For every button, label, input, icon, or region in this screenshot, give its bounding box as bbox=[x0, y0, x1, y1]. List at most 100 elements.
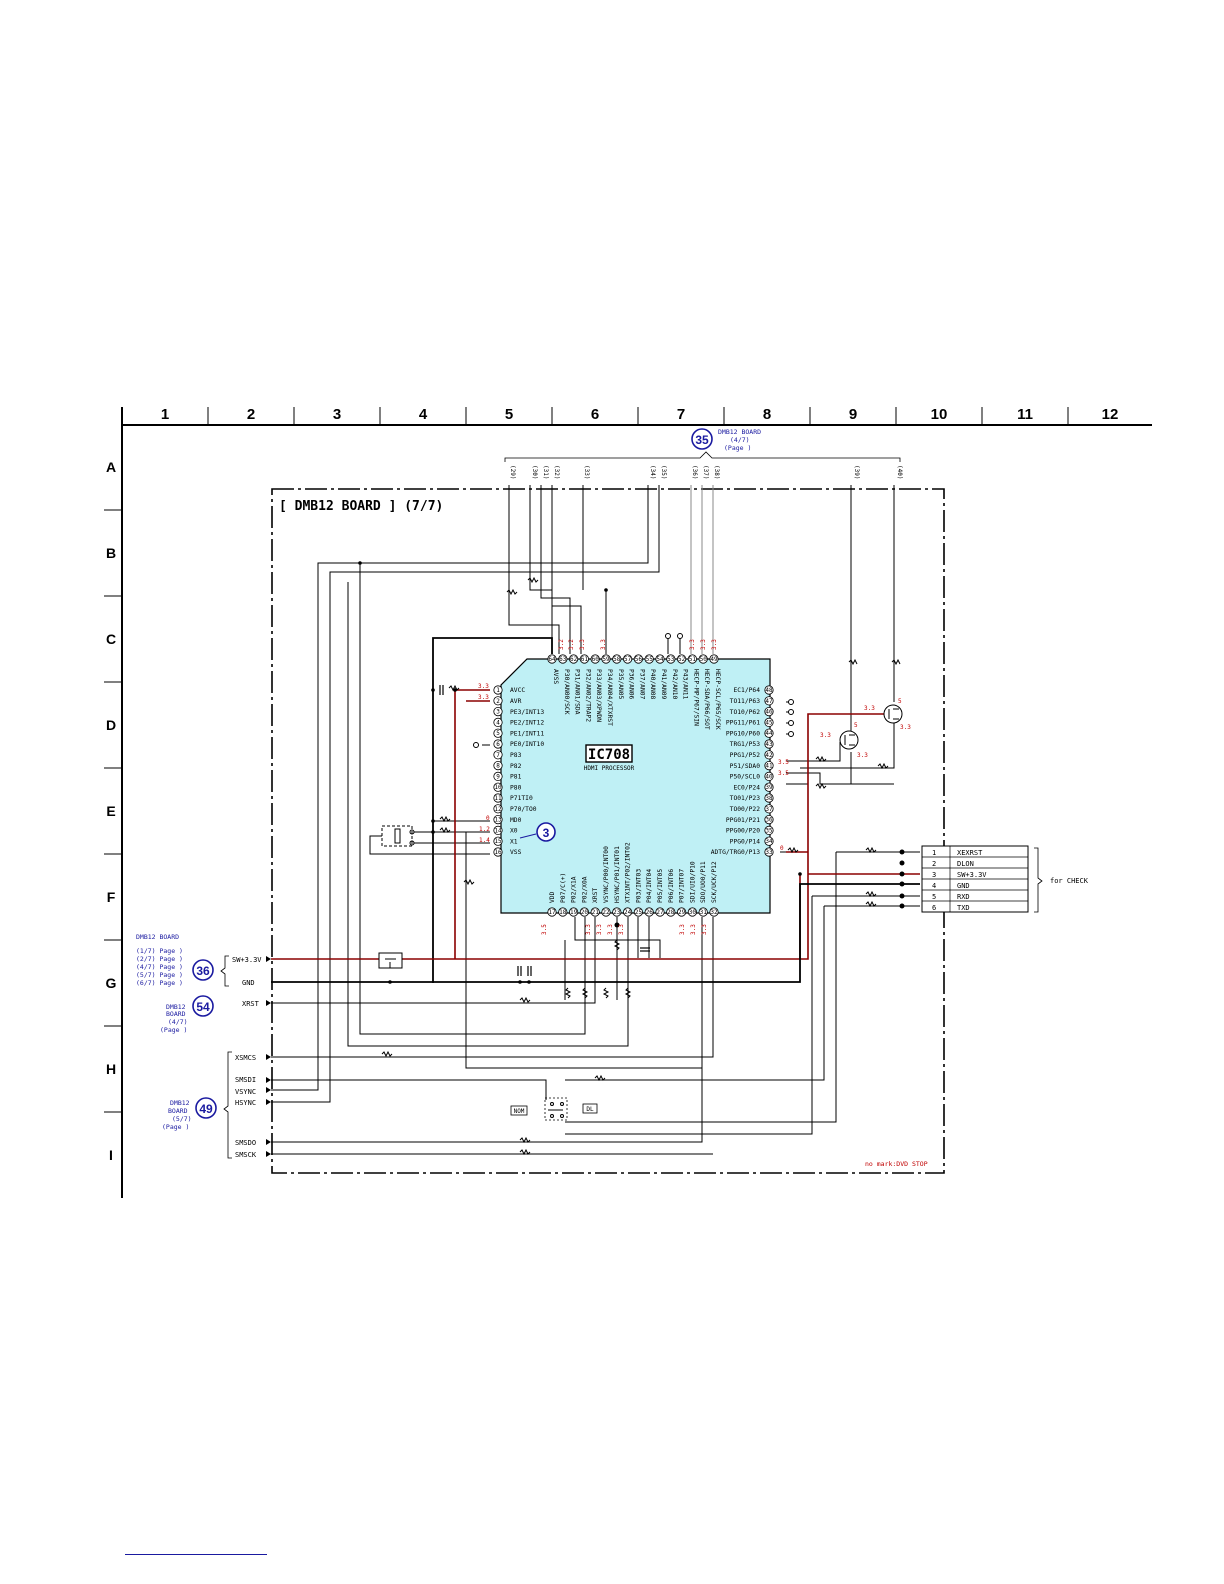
ic-pin-num-20: 20 bbox=[581, 909, 589, 916]
footer-link-underline[interactable] bbox=[125, 1554, 267, 1555]
ic-pin-11 bbox=[493, 793, 503, 803]
volt-top-62: 3.2 bbox=[558, 639, 565, 650]
ic-pin-30 bbox=[687, 907, 698, 917]
ic-pin-label-43: TRG1/P53 bbox=[730, 741, 761, 748]
ic-pin-num-24: 24 bbox=[624, 909, 632, 916]
sig-smsck: SMSCK bbox=[235, 1151, 257, 1159]
ic-pin-37 bbox=[764, 804, 774, 814]
ic-pin-61 bbox=[579, 654, 590, 664]
grid-col-9: 9 bbox=[849, 406, 857, 423]
grid-col-10: 10 bbox=[931, 406, 948, 423]
ic-pin-num-62: 62 bbox=[570, 656, 578, 663]
ic-pin-26 bbox=[644, 907, 654, 917]
grid-row-e: E bbox=[106, 803, 115, 819]
ic-pin-label-13: MD0 bbox=[510, 817, 522, 824]
volt-md0: 0 bbox=[486, 815, 490, 822]
ref-49-line-2: BOARD bbox=[168, 1107, 188, 1115]
ic-pin-num-44: 44 bbox=[765, 730, 773, 737]
ic-pin-60 bbox=[590, 654, 600, 664]
volt-q-upper-top: 5 bbox=[898, 698, 902, 705]
test-pin-3-num: 3 bbox=[932, 871, 936, 879]
ic-pin-16 bbox=[493, 847, 503, 857]
ic-pin-num-59: 59 bbox=[602, 656, 610, 663]
ic-pin-label-45: PPG11/P61 bbox=[726, 720, 760, 727]
ic-pin-num-25: 25 bbox=[635, 909, 643, 916]
crystal-marker-number: 3 bbox=[543, 826, 550, 840]
ic-pin-label-6: PE0/INT10 bbox=[510, 741, 544, 748]
ref-36-line-4: (4/7) Page ) bbox=[136, 963, 183, 971]
volt-bottom-24: 3.3 bbox=[618, 924, 625, 935]
ic-pin-1 bbox=[493, 685, 503, 695]
ic-pin-label-2: AVR bbox=[510, 698, 522, 705]
ref-49-line-4: (Page ) bbox=[162, 1123, 189, 1131]
ic-pin-63 bbox=[558, 654, 568, 664]
ic-pin-num-42: 42 bbox=[765, 752, 773, 759]
volt-top-51: 3.3 bbox=[689, 639, 696, 650]
ic-pin-label-25: P03/INT03 bbox=[635, 869, 642, 903]
ic-pin-42 bbox=[764, 750, 774, 760]
ic-pin-num-36: 36 bbox=[765, 817, 773, 824]
switch-label-nom: NOM bbox=[514, 1108, 525, 1115]
junction-dots bbox=[358, 561, 905, 984]
ref-number-36: 36 bbox=[196, 964, 210, 978]
ic-pin-num-21: 21 bbox=[592, 909, 600, 916]
ic-pin-20 bbox=[579, 907, 590, 917]
sig-smsdo: SMSDO bbox=[235, 1139, 256, 1147]
sig-vsync: VSYNC bbox=[235, 1088, 256, 1096]
ic-pin-num-6: 6 bbox=[496, 741, 500, 748]
ic-pin-num-1: 1 bbox=[496, 687, 500, 694]
ic-pin-num-60: 60 bbox=[592, 656, 600, 663]
volt-avr: 3.3 bbox=[478, 694, 489, 701]
grid-col-4: 4 bbox=[419, 406, 428, 423]
resistors bbox=[381, 576, 901, 1156]
ic-pin-7 bbox=[493, 750, 503, 760]
ic-pin-label-33: ADTG/TRG0/P13 bbox=[711, 849, 760, 856]
ic-pin-17 bbox=[547, 907, 557, 917]
footnote: no mark:DVD STOP bbox=[865, 1160, 928, 1168]
board-outline bbox=[271, 488, 945, 1174]
ic-pin-num-53: 53 bbox=[667, 656, 675, 663]
ic-pin-52 bbox=[676, 654, 687, 664]
ic-pin-35 bbox=[764, 825, 774, 836]
crystal-oscillator bbox=[381, 825, 415, 847]
grid-col-8: 8 bbox=[763, 406, 771, 423]
grid-row-h: H bbox=[106, 1061, 116, 1077]
volt-p41: 3.5 bbox=[778, 759, 789, 766]
ref-36-line-3: (2/7) Page ) bbox=[136, 955, 183, 963]
ic-pin-25 bbox=[633, 907, 644, 917]
ic-pin-num-35: 35 bbox=[765, 827, 773, 834]
ic-pin-59 bbox=[601, 654, 611, 664]
top-conn-pin-33: (33) bbox=[583, 465, 590, 479]
test-pin-2-num: 2 bbox=[932, 860, 936, 868]
ic-pin-label-28: P06/INT06 bbox=[668, 869, 675, 903]
volt-avcc: 3.3 bbox=[478, 683, 489, 690]
test-pin-5-signal: RXD bbox=[957, 893, 970, 901]
test-pin-3-signal: SW+3.3V bbox=[957, 871, 987, 879]
ic-pin-2 bbox=[493, 696, 503, 706]
ic-pin-num-4: 4 bbox=[496, 719, 500, 726]
ic-pin-label-1: AVCC bbox=[510, 687, 525, 694]
board-title: [ DMB12 BOARD ] (7/7) bbox=[279, 499, 443, 514]
ic-pin-label-17: VDD bbox=[549, 891, 556, 903]
volt-q-lower-top: 5 bbox=[854, 722, 858, 729]
ic-pin-num-51: 51 bbox=[689, 656, 697, 663]
ic-pin-num-47: 47 bbox=[765, 698, 773, 705]
top-conn-pin-38: (38) bbox=[713, 465, 720, 479]
top-conn-pin-30: (30) bbox=[531, 465, 538, 479]
ic-pin-31 bbox=[698, 907, 708, 917]
ic-pin-label-59: P34/AN04/XTXRST bbox=[606, 669, 613, 726]
ic-pin-num-9: 9 bbox=[496, 773, 500, 780]
ref-54-line-3: (4/7) bbox=[168, 1018, 188, 1026]
test-connector-note: for CHECK bbox=[1050, 877, 1089, 885]
ic-pin-num-50: 50 bbox=[700, 656, 708, 663]
ic-pin-label-35: PPG00/P20 bbox=[726, 828, 760, 835]
ic-pin-label-14: X0 bbox=[510, 828, 518, 835]
ic-pin-41 bbox=[764, 760, 774, 771]
transistor-upper bbox=[883, 704, 903, 724]
ref-35-line-3: (Page ) bbox=[724, 444, 751, 452]
test-pin-1-num: 1 bbox=[932, 849, 936, 857]
ic-pin-label-50: HECP-SDA/P66/SOT bbox=[703, 669, 710, 730]
top-conn-pin-34: (34) bbox=[649, 465, 656, 479]
volt-bottom-23: 3.3 bbox=[607, 924, 614, 935]
ic-pin-label-46: TO10/P62 bbox=[730, 709, 761, 716]
